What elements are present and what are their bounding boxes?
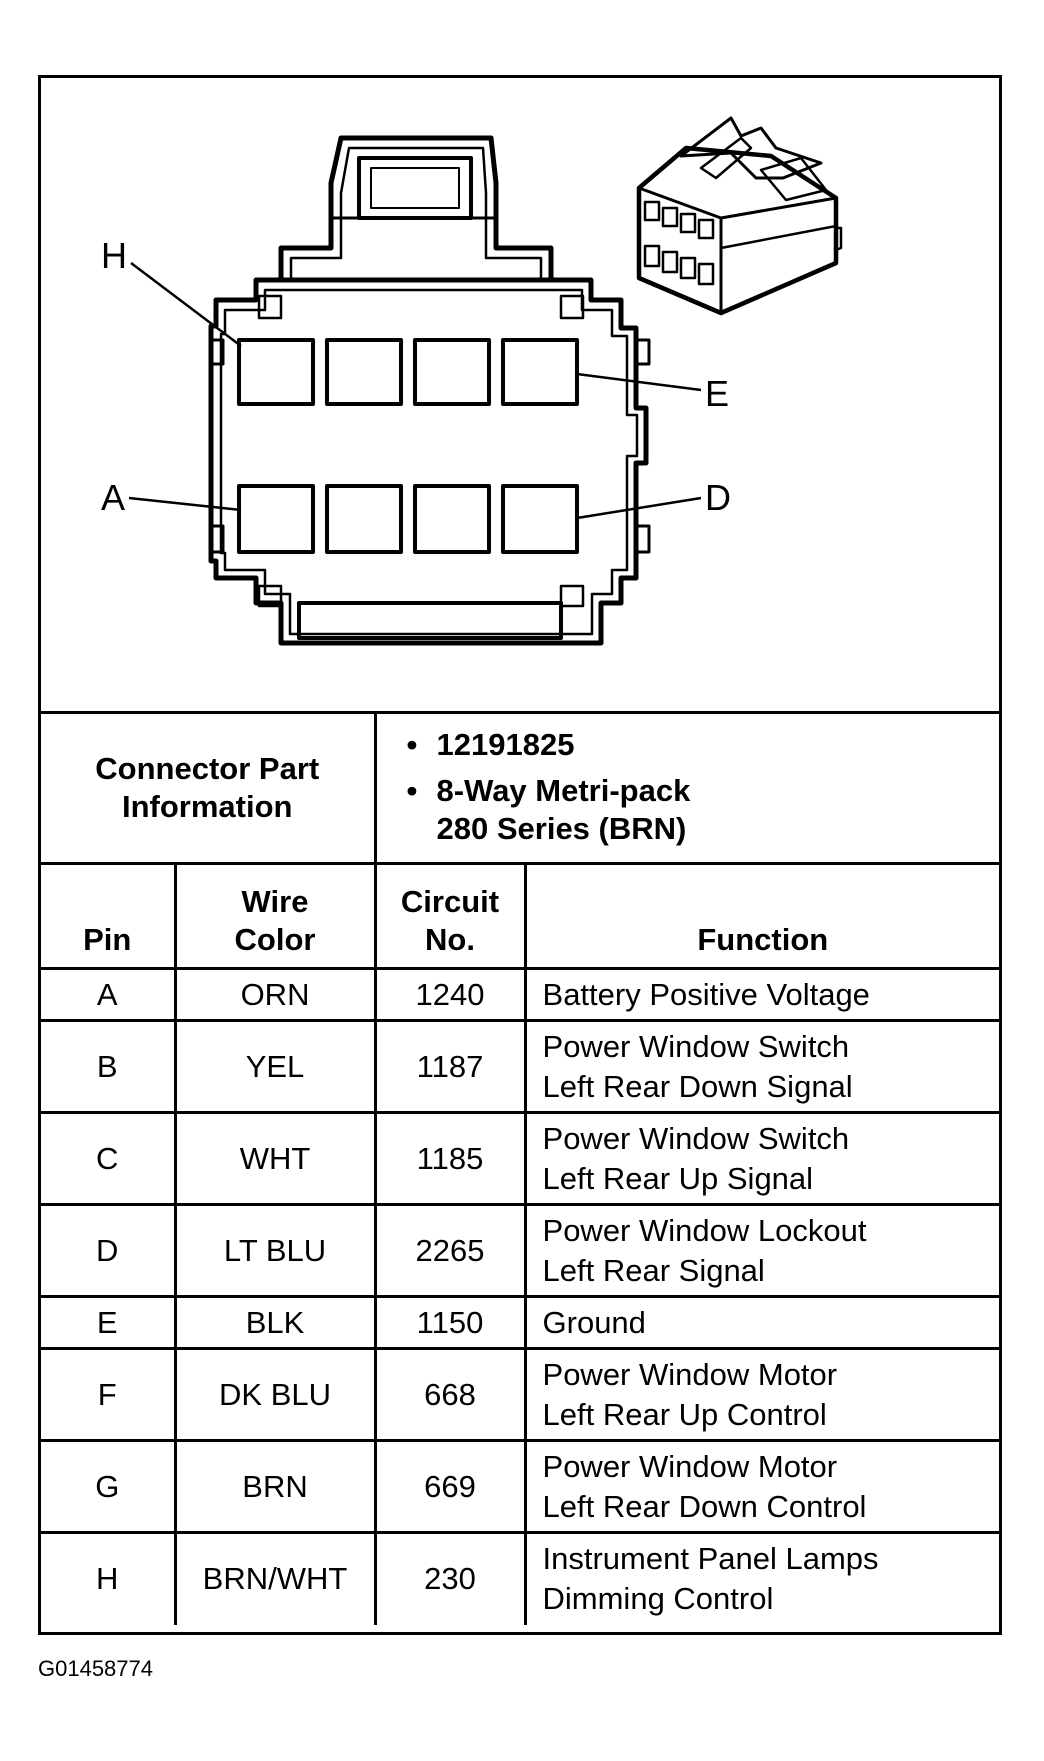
connector-type: 8-Way Metri-pack <box>407 772 1000 810</box>
table-row: A ORN 1240 Battery Positive Voltage <box>41 967 1000 1022</box>
pin-label-h: H <box>101 235 127 276</box>
part-number: 12191825 <box>407 726 1000 764</box>
connector-diagram-area: H E A D <box>41 78 999 714</box>
col-function: Function <box>523 862 1000 970</box>
pin-label-e: E <box>705 373 729 414</box>
connector-info-row: Connector Part Information 12191825 8-Wa… <box>41 714 1000 865</box>
table-row: E BLK 1150 Ground <box>41 1295 1000 1350</box>
figure-id: G01458774 <box>38 1656 153 1681</box>
col-pin: Pin <box>41 862 177 970</box>
pin-label-a: A <box>101 477 125 518</box>
connector-frame: H E A D Connector Part Information 12191… <box>38 75 1002 1635</box>
pinout-table: Connector Part Information 12191825 8-Wa… <box>41 714 1000 1625</box>
pin-label-d: D <box>705 477 731 518</box>
connector-info-label: Connector Part Information <box>41 714 377 865</box>
connector-series: 280 Series (BRN) <box>436 811 687 846</box>
connector-face-diagram: H E A D <box>101 116 843 646</box>
connector-isometric-view <box>636 116 843 316</box>
connector-info-list: 12191825 8-Way Metri-pack 280 Series (BR… <box>373 714 1000 865</box>
